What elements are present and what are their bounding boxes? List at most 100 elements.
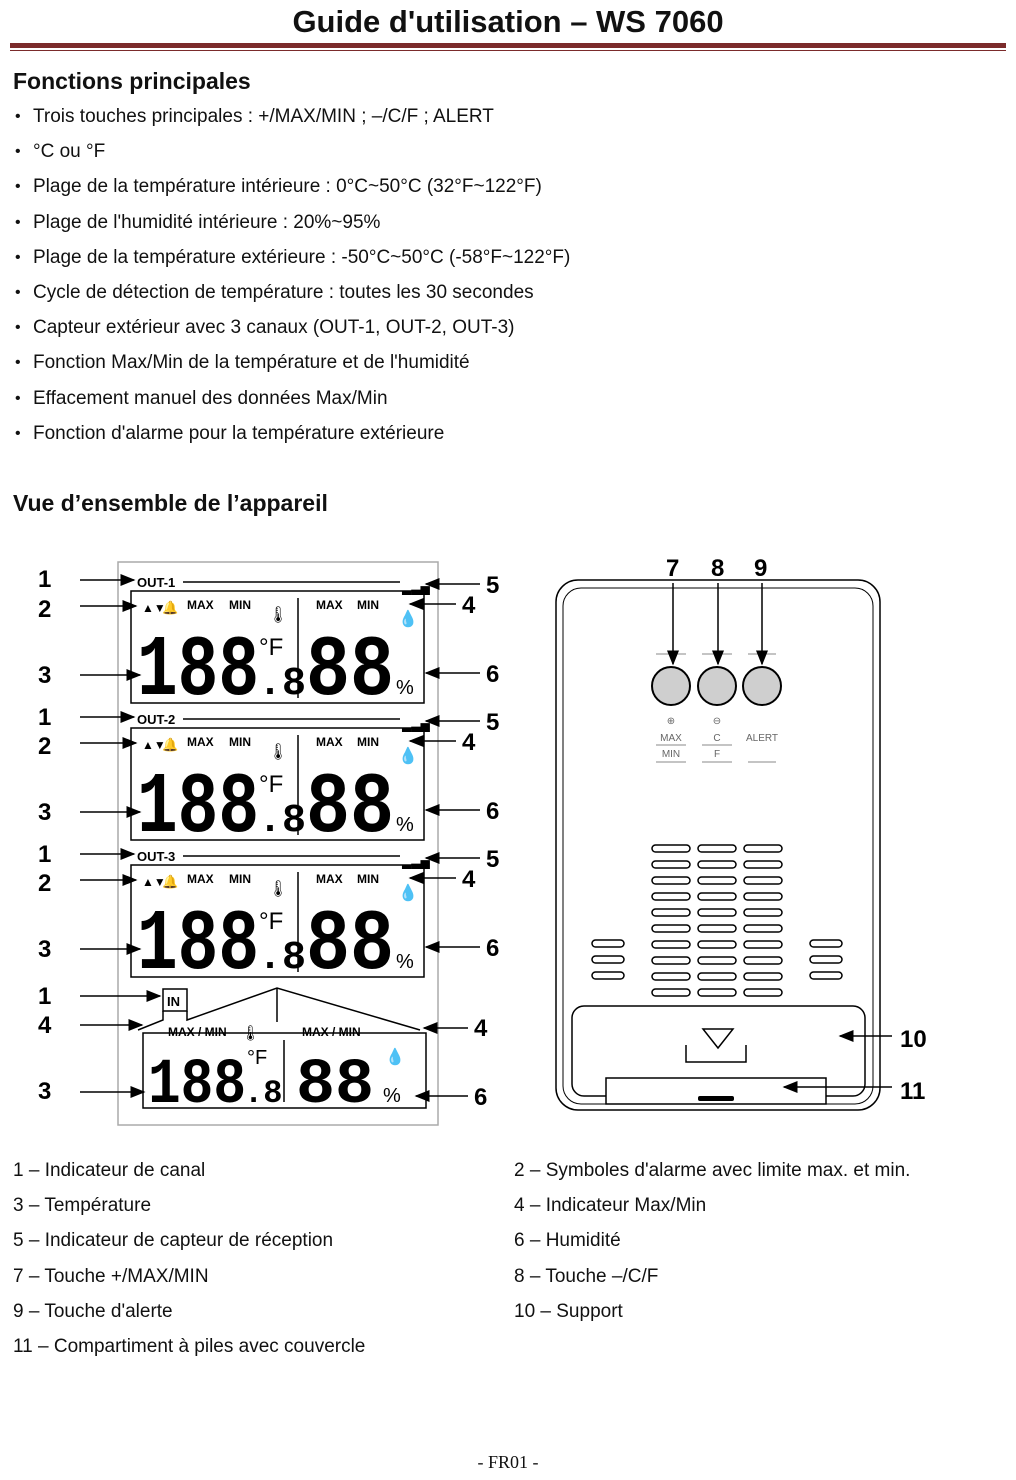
- callout-number: 6: [486, 935, 499, 962]
- min-label: MIN: [357, 598, 379, 612]
- page-number: - FR01 -: [477, 1452, 539, 1472]
- callout-number: 5: [486, 709, 499, 736]
- vent-slot: [651, 876, 691, 885]
- legend-row: 3 – Température 4 – Indicateur Max/Min: [13, 1195, 1003, 1230]
- callout-number: 1: [38, 566, 51, 593]
- callout-number: 1: [38, 841, 51, 868]
- callout-number: 8: [711, 555, 724, 582]
- list-item: •Plage de la température extérieure : -5…: [15, 246, 571, 268]
- legend-item: 4 – Indicateur Max/Min: [514, 1195, 707, 1217]
- max-label: MAX: [316, 872, 343, 886]
- bell-icon: 🔔: [162, 874, 178, 889]
- max-label: MAX: [187, 872, 214, 886]
- vent-slot: [591, 955, 625, 964]
- bell-icon: 🔔: [162, 600, 178, 615]
- callout-number: 5: [486, 572, 499, 599]
- legend-item: 6 – Humidité: [514, 1230, 621, 1252]
- max-label: MAX: [187, 735, 214, 749]
- list-item: •Capteur extérieur avec 3 canaux (OUT-1,…: [15, 317, 515, 339]
- channel-block-1: OUT-1 ▲▼ 🔔 MAX MIN MAX MIN 🌡 💧 ▂▃▅ 188 .…: [130, 575, 430, 720]
- features-heading: Fonctions principales: [13, 68, 251, 94]
- callout-number: 1: [38, 704, 51, 731]
- vent-slot: [697, 924, 737, 933]
- alert-button: [742, 666, 782, 706]
- callout-number: 3: [38, 662, 51, 689]
- features-list: •Trois touches principales : +/MAX/MIN ;…: [13, 102, 570, 454]
- unit-label: °F: [259, 634, 283, 661]
- vent-slot: [809, 939, 843, 948]
- channel-block-3: OUT-3 ▲▼ 🔔 MAX MIN MAX MIN 🌡 💧 ▂▃▅ 188 .…: [130, 849, 430, 994]
- drop-icon: 💧: [398, 746, 418, 765]
- channel-block-2: OUT-2 ▲▼ 🔔 MAX MIN MAX MIN 🌡 💧 ▂▃▅ 188 .…: [130, 712, 430, 857]
- indoor-block: IN MAX / MIN 🌡 MAX / MIN 188 .8 °F 88 💧 …: [137, 987, 427, 1122]
- vent-slot: [651, 924, 691, 933]
- callout-number: 9: [754, 555, 767, 582]
- signal-icon: ▂▃▅: [401, 855, 430, 869]
- temperature-decimal: .8: [258, 936, 306, 981]
- unit-label: °F: [259, 771, 283, 798]
- device-figure: OUT-1 ▲▼ 🔔 MAX MIN MAX MIN 🌡 💧 ▂▃▅ 188 .…: [38, 555, 927, 1126]
- title-rule: [10, 43, 1006, 48]
- legend-item: 8 – Touche –/C/F: [514, 1265, 659, 1287]
- button-label: ALERT: [746, 733, 778, 744]
- list-item: •Fonction Max/Min de la température et d…: [15, 352, 470, 374]
- device-back: ⊕ ⊖ MAX MIN C F ALERT: [555, 579, 881, 1111]
- c-f-button: [697, 666, 737, 706]
- left-callouts: 1 2 3 1 2 3 1 2 3 1 4 3: [38, 566, 52, 1105]
- button-label: MIN: [662, 749, 680, 760]
- vent-slot: [697, 956, 737, 965]
- vent-slot: [697, 940, 737, 949]
- right-callouts: 5 4 6 5 4 6 5 4 6 4 6: [462, 572, 499, 1111]
- legend-item: 3 – Température: [13, 1195, 152, 1217]
- vent-slot: [651, 860, 691, 869]
- max-label: MAX: [316, 735, 343, 749]
- callout-number: 6: [486, 798, 499, 825]
- humidity-digits: 88: [306, 896, 394, 994]
- humidity-digits: 88: [306, 759, 394, 857]
- max-min-button: [651, 666, 691, 706]
- alarm-limit-icon: ▲▼: [142, 875, 166, 889]
- vent-slot: [743, 892, 783, 901]
- drop-icon: 💧: [398, 883, 418, 902]
- vent-slot: [697, 876, 737, 885]
- vent-slot: [743, 972, 783, 981]
- vent-slot: [809, 955, 843, 964]
- thermometer-icon: 🌡: [268, 743, 288, 761]
- vent-slot: [697, 908, 737, 917]
- callout-number: 10: [900, 1026, 927, 1053]
- plus-icon: ⊕: [667, 716, 675, 727]
- thermometer-icon: 🌡: [268, 606, 288, 624]
- max-min-label: MAX / MIN: [168, 1025, 227, 1039]
- vent-grille: [591, 844, 843, 997]
- callout-number: 11: [900, 1078, 925, 1105]
- device-callouts: 7 8 9 10 11: [666, 555, 927, 1105]
- vent-slot: [697, 860, 737, 869]
- vent-slot: [743, 940, 783, 949]
- callout-number: 3: [38, 1078, 51, 1105]
- button-label: C: [713, 733, 720, 744]
- humidity-digits: 88: [296, 1050, 374, 1122]
- list-item: •Cycle de détection de température : tou…: [15, 281, 534, 303]
- signal-icon: ▂▃▅: [401, 581, 430, 595]
- alarm-limit-icon: ▲▼: [142, 738, 166, 752]
- callout-arrows: [80, 574, 480, 1102]
- thermometer-icon: 🌡: [268, 880, 288, 898]
- temperature-digits: 188: [148, 1050, 246, 1122]
- drop-icon: 💧: [398, 609, 418, 628]
- callout-number: 6: [474, 1084, 487, 1111]
- percent-label: %: [396, 814, 414, 836]
- vent-slot: [591, 971, 625, 980]
- temperature-decimal: .8: [258, 662, 306, 707]
- channel-label: OUT-2: [137, 712, 175, 727]
- unit-label: °F: [259, 908, 283, 935]
- legend-item: 2 – Symboles d'alarme avec limite max. e…: [514, 1160, 911, 1181]
- callout-number: 3: [38, 799, 51, 826]
- vent-slot: [743, 876, 783, 885]
- humidity-digits: 88: [306, 622, 394, 720]
- callout-number: 4: [462, 592, 476, 619]
- vent-slot: [651, 972, 691, 981]
- callout-number: 4: [38, 1012, 52, 1039]
